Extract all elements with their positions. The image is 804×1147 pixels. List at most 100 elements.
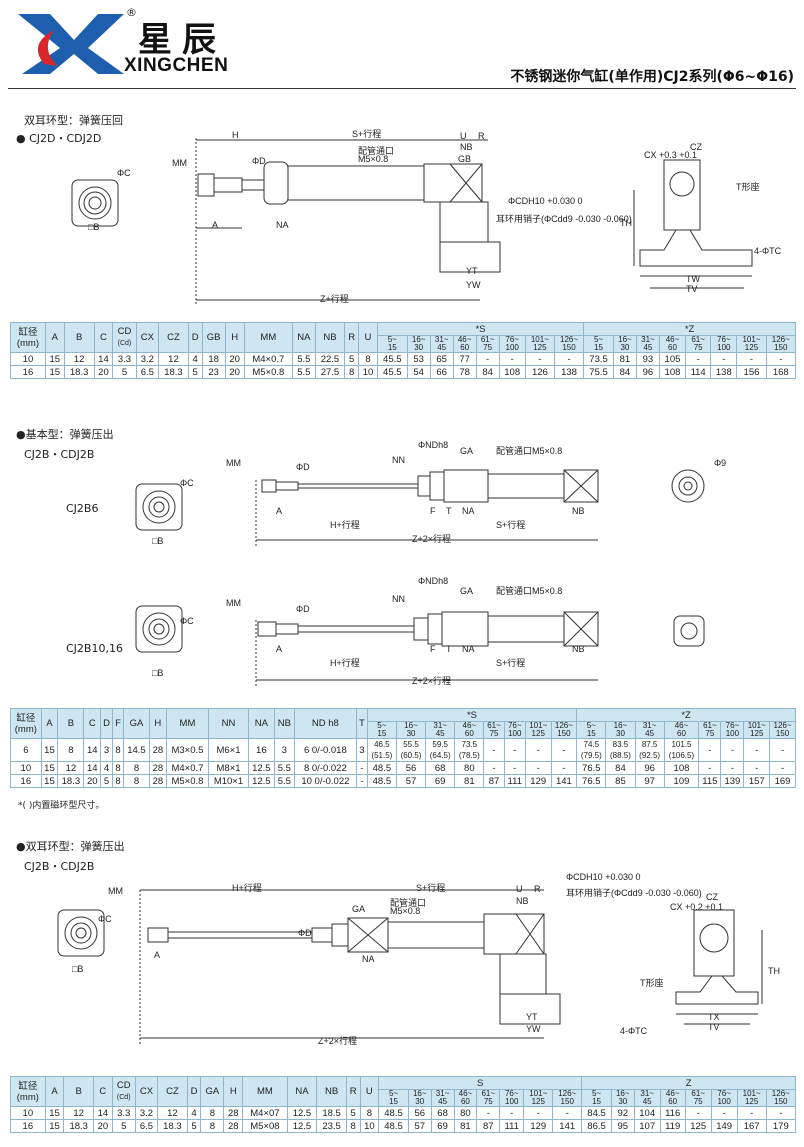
table-cell: 10 xyxy=(10,1106,46,1120)
section2-model: CJ2B・CDJ2B xyxy=(24,448,95,461)
s1-dim-CX: CX +0.3 +0.1 xyxy=(644,150,698,160)
table-cell: 3 xyxy=(100,738,114,762)
s2b-dim-NB: NB xyxy=(572,644,585,654)
table-cell: 101.5(106.5) xyxy=(663,738,700,762)
table-cell: 16 xyxy=(10,774,42,788)
table-cell: 156 xyxy=(736,365,767,379)
table-range-cell: 61~75 xyxy=(684,1089,712,1107)
table-range-cell: 101~125 xyxy=(524,335,555,353)
table-header-cell: NA xyxy=(247,708,275,739)
s3-tbracket: T形座 xyxy=(640,978,664,988)
s1-tbracket: T形座 xyxy=(736,182,760,192)
s3-dim-CX: CX +0.2 +0.1 xyxy=(670,902,724,912)
s2-dim-H: H+行程 xyxy=(330,520,360,530)
s3-dim-MM: MM xyxy=(108,886,123,896)
table-cell: 114 xyxy=(685,365,712,379)
table-cell: 84 xyxy=(605,761,636,775)
s1-dim-B: □B xyxy=(88,222,100,232)
table-header-cell: GA xyxy=(122,708,151,739)
table-range-cell: 16~30 xyxy=(610,1089,635,1107)
table-cell: 4 xyxy=(186,1106,202,1120)
table-cell: M10×1 xyxy=(208,774,249,788)
s3-dim-CZ: CZ xyxy=(706,892,718,902)
table-cell: 3.3 xyxy=(111,1106,136,1120)
table-cell: 56 xyxy=(395,761,427,775)
table-cell: 18.3 xyxy=(63,1119,94,1133)
s2b-dim-Z: Z+2×行程 xyxy=(412,676,452,686)
s2-dim-NA: NA xyxy=(462,506,475,516)
table-cell: 53 xyxy=(406,352,431,366)
table-range-cell: 16~30 xyxy=(407,1089,432,1107)
table-header-s: *S xyxy=(376,322,585,336)
s1-dim-S: S+行程 xyxy=(352,129,382,139)
table-cell: 68 xyxy=(425,761,456,775)
table-cell: - xyxy=(503,761,526,775)
table-range-cell: 5~15 xyxy=(376,335,408,353)
table-range-cell: 31~45 xyxy=(429,335,454,353)
table-header-cell: GB xyxy=(201,322,226,353)
table-cell: 14 xyxy=(83,738,102,762)
table-cell: 157 xyxy=(743,774,771,788)
table-cell: - xyxy=(743,738,771,762)
table-cell: 111 xyxy=(499,1119,525,1133)
s2b-dim-NDh8: ΦNDh8 xyxy=(418,576,449,586)
s3-dim-NA: NA xyxy=(362,954,375,964)
table-range-cell: 31~45 xyxy=(430,1089,455,1107)
table-cell: 5 xyxy=(112,365,137,379)
s3-dim-U: U xyxy=(516,884,523,894)
table-cell: 169 xyxy=(769,774,796,788)
s3-dim-YW: YW xyxy=(526,1024,541,1034)
table-cell: 8 xyxy=(112,738,124,762)
s1-dim-MM: MM xyxy=(172,158,187,168)
table-cell: - xyxy=(503,738,526,762)
table-cell: - xyxy=(685,352,712,366)
table-range-cell: 5~15 xyxy=(576,721,607,739)
table-header-cell: NA xyxy=(292,322,316,353)
table-cell: 87 xyxy=(476,1119,501,1133)
table-cell: 96 xyxy=(635,365,660,379)
table-header-cell: U xyxy=(358,322,378,353)
table-cell: - xyxy=(550,761,578,775)
s2-dim-A: A xyxy=(276,506,283,516)
table-cell: 16 xyxy=(10,1119,46,1133)
table-cell: 27.5 xyxy=(314,365,346,379)
table-header-cell: B xyxy=(63,1076,94,1107)
table-cell: 20 xyxy=(224,352,245,366)
s3-dim-TX: TX xyxy=(708,1012,720,1022)
s1-dim-TV: TV xyxy=(686,284,698,294)
table-cell: 28 xyxy=(149,774,167,788)
table-cell: 3.2 xyxy=(134,1106,159,1120)
table-cell: 85 xyxy=(605,774,636,788)
table-cell: - xyxy=(475,352,500,366)
s3-dim-NB: NB xyxy=(516,896,529,906)
table-cell: - xyxy=(710,352,738,366)
table-cell: 74.5(79.5) xyxy=(576,738,607,762)
table-cell: 10 xyxy=(358,365,378,379)
table-cell: 8 xyxy=(200,1106,225,1120)
table-header-cell: MM xyxy=(165,708,210,739)
table-cell: - xyxy=(499,1106,525,1120)
table-header-cell: A xyxy=(44,322,65,353)
s1-dim-TW: TW xyxy=(686,274,700,284)
table-cell: 141 xyxy=(550,774,578,788)
table-cell: 57 xyxy=(395,774,427,788)
table-cell: 48.5 xyxy=(366,774,397,788)
table-cell: 92 xyxy=(610,1106,635,1120)
table-cell: 116 xyxy=(659,1106,686,1120)
s1-dim-GB: GB xyxy=(458,154,472,164)
table-range-cell: 31~45 xyxy=(425,721,456,739)
table-header-cell: NN xyxy=(208,708,249,739)
s1-dim-phiC: ΦC xyxy=(117,168,131,178)
table-cell: M4×0.7 xyxy=(243,352,294,366)
table-header-cell: NB xyxy=(316,1076,347,1107)
table-cell: - xyxy=(765,1106,797,1120)
table-cell: 5.5 xyxy=(292,352,316,366)
table-header-cell: B xyxy=(63,322,95,353)
s3-dim-TC: 4-ΦTC xyxy=(620,1026,648,1036)
s3-dim-B: □B xyxy=(72,964,84,974)
table-cell: M5×08 xyxy=(242,1119,288,1133)
table-cell: 115 xyxy=(698,774,722,788)
table-cell: 6 0/-0.018 xyxy=(293,738,358,762)
